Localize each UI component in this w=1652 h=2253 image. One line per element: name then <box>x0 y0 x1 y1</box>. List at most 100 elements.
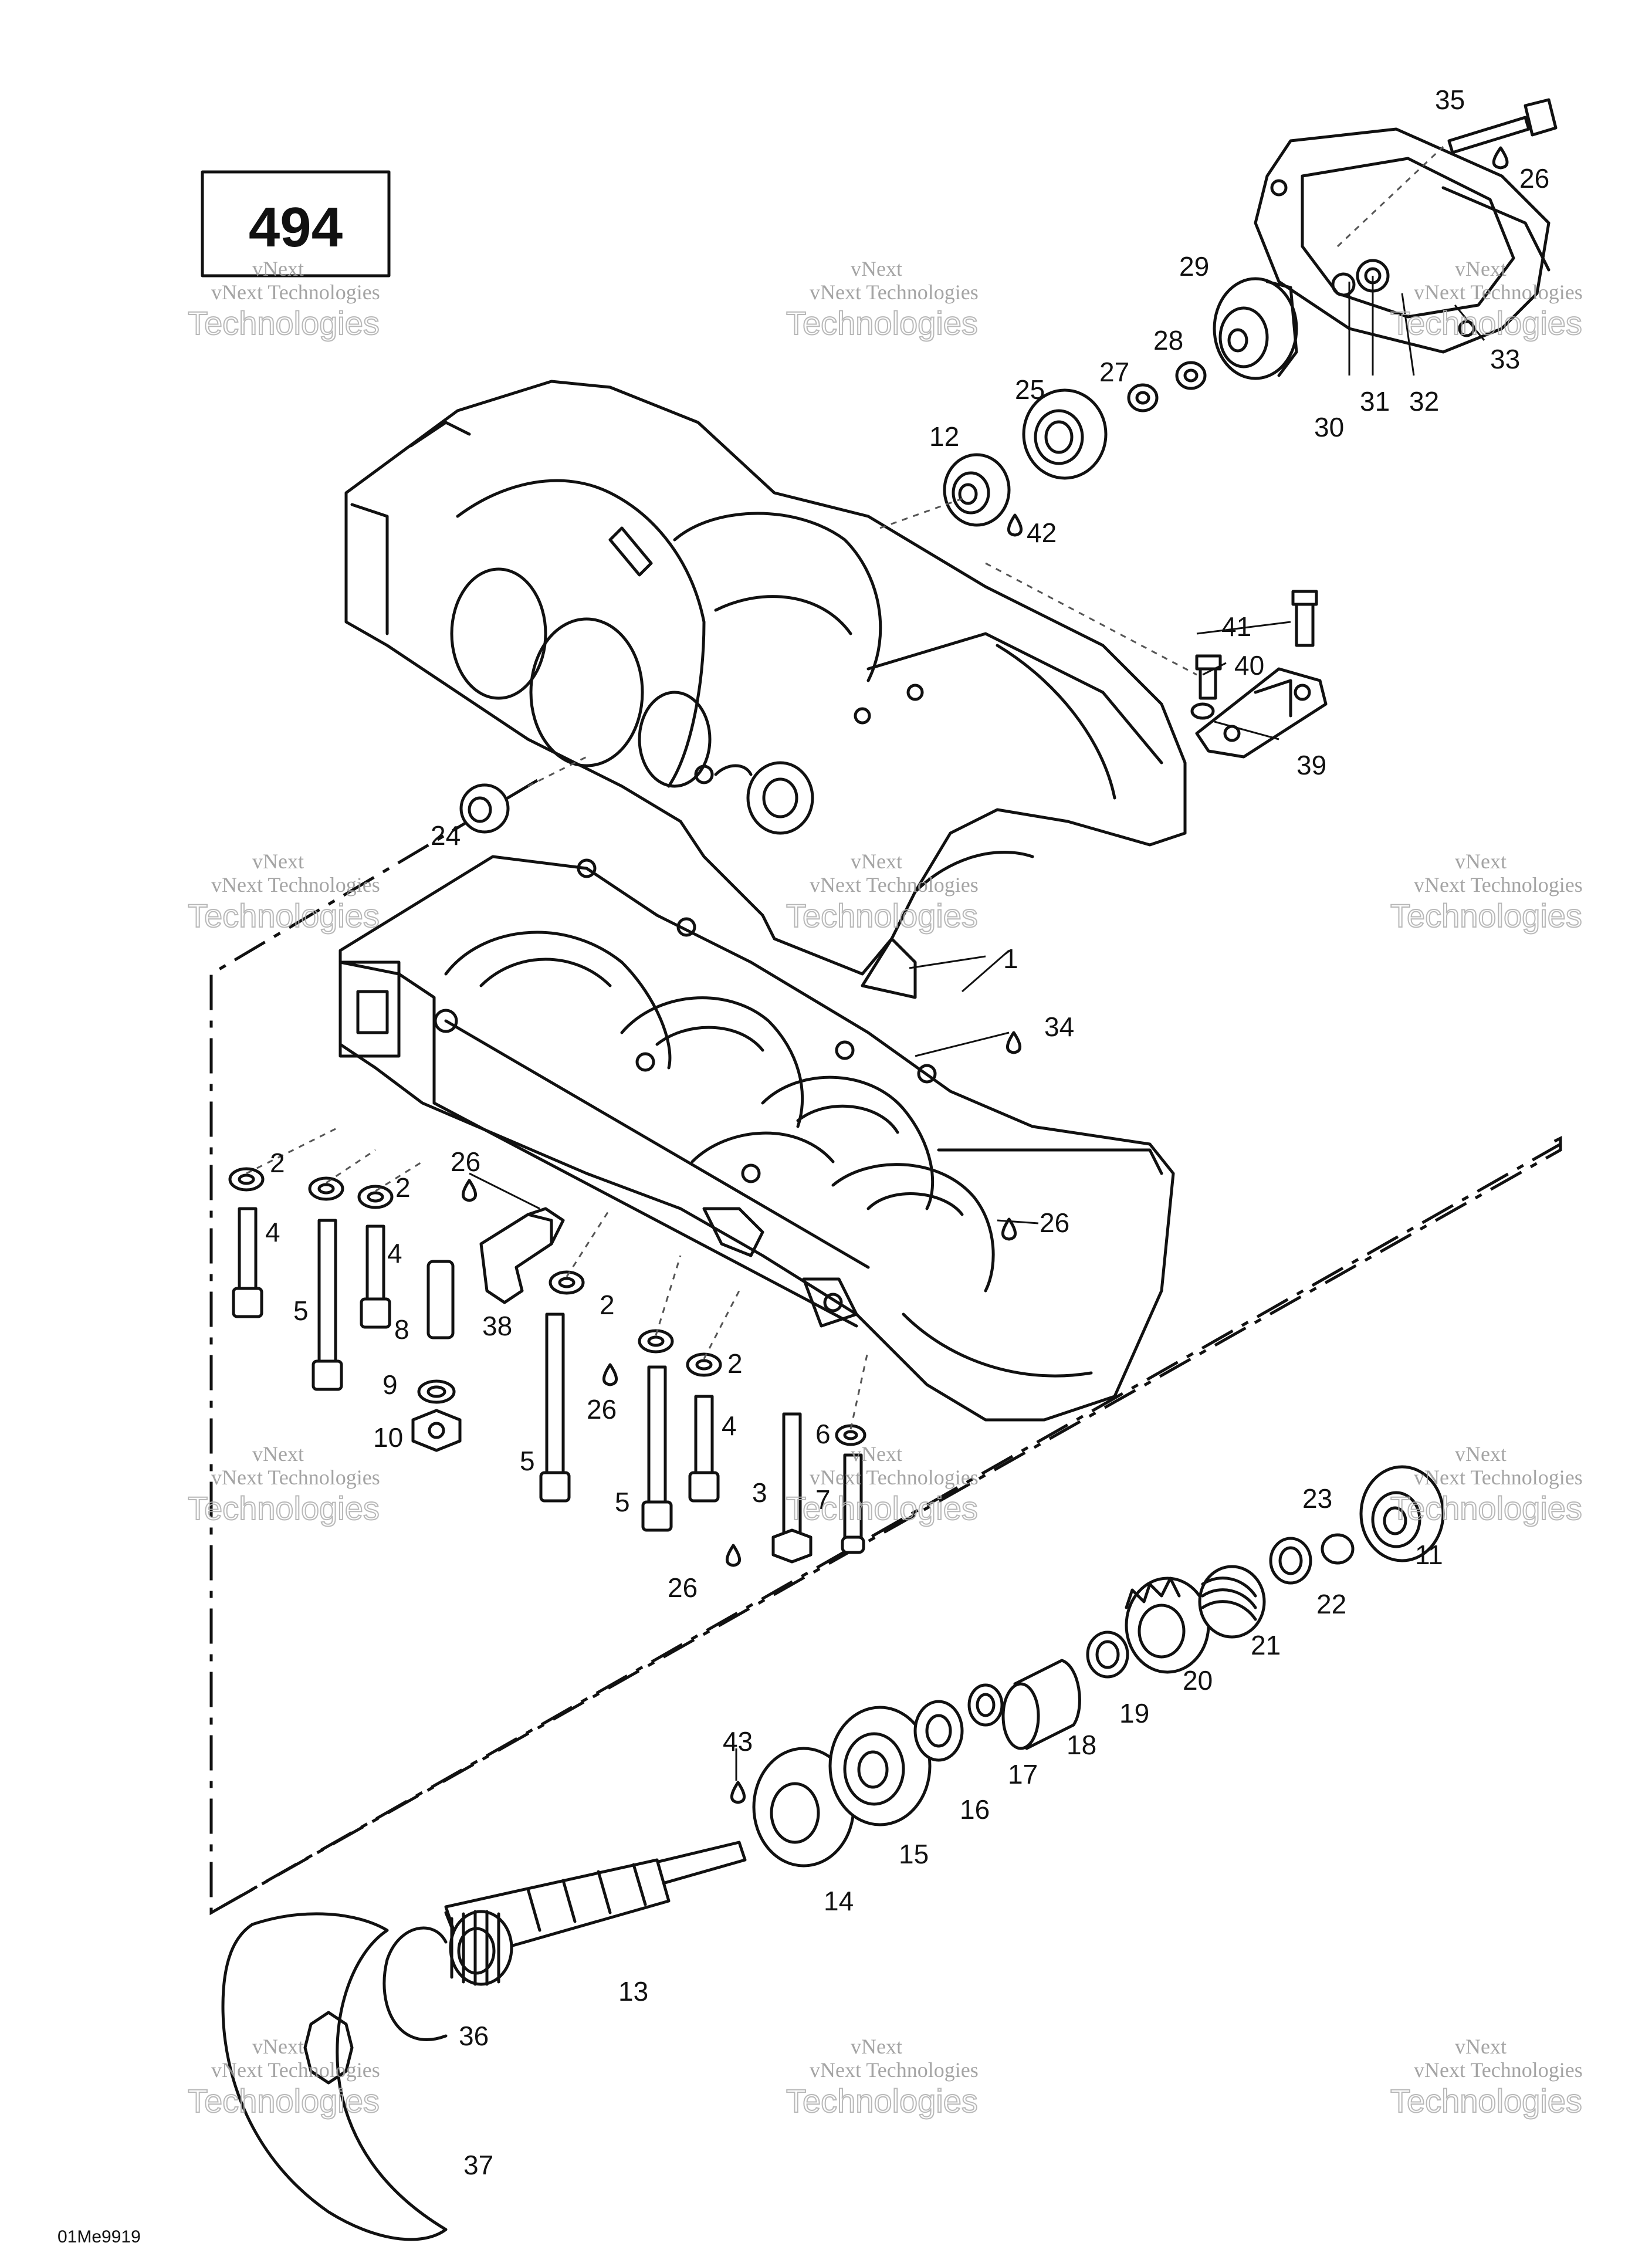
callout-41: 41 <box>1221 611 1251 642</box>
callout-28: 28 <box>1153 325 1183 356</box>
page-number: 494 <box>249 196 343 259</box>
alignment-lines <box>246 146 1444 1430</box>
callout-labels: 1 2 2 2 2 3 4 4 4 5 5 5 6 7 8 9 10 11 12… <box>265 84 1549 2180</box>
callout-33: 33 <box>1490 344 1520 374</box>
callout-24: 24 <box>431 820 461 851</box>
callout-31: 31 <box>1360 386 1390 417</box>
callout-5: 5 <box>615 1487 630 1517</box>
callout-2: 2 <box>395 1172 411 1203</box>
watermark-text: Technologies <box>786 305 978 341</box>
watermark-text: Technologies <box>1390 305 1582 341</box>
callout-43: 43 <box>723 1726 753 1757</box>
callout-2: 2 <box>270 1148 285 1178</box>
part-36-circlip <box>382 1926 448 2041</box>
callout-6: 6 <box>815 1419 831 1449</box>
watermark-text: vNext <box>1455 2035 1507 2058</box>
watermark-text: vNext <box>851 1442 902 1466</box>
bolts <box>232 1207 865 1564</box>
callout-25: 25 <box>1015 374 1045 405</box>
callout-35: 35 <box>1435 84 1465 115</box>
lower-crankcase <box>338 855 1175 1422</box>
watermark-text: vNext <box>252 2035 304 2058</box>
part-37-shield <box>221 1912 448 2241</box>
watermark-text: Technologies <box>1390 2082 1582 2119</box>
callout-19: 19 <box>1119 1698 1149 1728</box>
callout-23: 23 <box>1302 1483 1332 1514</box>
callout-26: 26 <box>587 1394 617 1425</box>
watermark-text: vNext Technologies <box>211 1466 380 1489</box>
watermark-text: Technologies <box>786 2082 978 2119</box>
callout-39: 39 <box>1296 750 1326 780</box>
watermark-text: vNext Technologies <box>211 2058 380 2082</box>
watermark-text: vNext Technologies <box>1414 280 1583 304</box>
watermark-text: vNext <box>252 850 304 873</box>
watermark-text: vNext <box>252 257 304 280</box>
drawing-reference: 01Me9919 <box>57 2227 141 2247</box>
watermark-text: vNext <box>1455 850 1507 873</box>
rotary-valve-cover <box>1254 127 1551 354</box>
callout-40: 40 <box>1234 650 1264 681</box>
leader-lines <box>469 276 1485 1781</box>
watermark-text: vNext Technologies <box>810 280 979 304</box>
watermark-text: vNext Technologies <box>810 1466 979 1489</box>
callout-37: 37 <box>463 2150 493 2180</box>
callout-30: 30 <box>1314 412 1344 442</box>
callout-17: 17 <box>1008 1759 1038 1789</box>
callout-10: 10 <box>373 1422 403 1453</box>
watermark-text: vNext <box>851 257 902 280</box>
part-39-bracket <box>1190 590 1328 759</box>
callout-9: 9 <box>382 1369 398 1400</box>
part-35-bolt <box>1447 98 1558 154</box>
part-24-seal <box>459 783 510 834</box>
callout-26: 26 <box>451 1146 480 1177</box>
watermark-text: vNext Technologies <box>1414 2058 1583 2082</box>
watermark-text: Technologies <box>786 897 978 934</box>
upper-bearings <box>943 361 1207 527</box>
callout-5: 5 <box>520 1446 535 1476</box>
watermark-text: vNext Technologies <box>1414 1466 1583 1489</box>
washers <box>228 1167 866 1446</box>
part-38-elbow-fitting <box>479 1207 565 1304</box>
callout-14: 14 <box>824 1886 854 1916</box>
watermark-text: vNext <box>1455 257 1507 280</box>
callout-16: 16 <box>960 1794 990 1825</box>
callout-4: 4 <box>722 1410 737 1441</box>
watermark-text: vNext <box>851 850 902 873</box>
callout-4: 4 <box>387 1238 402 1268</box>
callout-32: 32 <box>1409 386 1439 417</box>
part-13-shaft <box>444 1841 747 1986</box>
watermark-text: vNext Technologies <box>211 873 380 897</box>
watermark-text: vNext Technologies <box>810 2058 979 2082</box>
callout-13: 13 <box>618 1976 648 2007</box>
watermark-text: vNext Technologies <box>211 280 380 304</box>
callout-34: 34 <box>1044 1012 1074 1042</box>
callout-7: 7 <box>815 1484 831 1515</box>
callout-22: 22 <box>1316 1589 1346 1619</box>
callout-26: 26 <box>1040 1207 1069 1238</box>
callout-27: 27 <box>1099 357 1129 387</box>
callout-8: 8 <box>394 1314 409 1345</box>
assembly-frame <box>209 779 1562 1916</box>
callout-42: 42 <box>1027 517 1057 548</box>
callout-18: 18 <box>1067 1730 1096 1760</box>
callout-2: 2 <box>727 1348 743 1379</box>
watermark-text: Technologies <box>1390 897 1582 934</box>
callout-21: 21 <box>1251 1630 1281 1660</box>
callout-11: 11 <box>1415 1540 1443 1570</box>
drive-gear-stack <box>752 1465 1445 1868</box>
callout-15: 15 <box>899 1839 929 1869</box>
callout-26: 26 <box>668 1572 698 1603</box>
callout-20: 20 <box>1183 1665 1213 1696</box>
watermark-text: vNext Technologies <box>1414 873 1583 897</box>
callout-26: 26 <box>1519 163 1549 194</box>
watermark-text: vNext <box>1455 1442 1507 1466</box>
watermark-text: vNext <box>851 2035 902 2058</box>
watermark-text: Technologies <box>188 1490 380 1527</box>
upper-crankcase <box>344 380 1187 999</box>
watermarks: vNext vNext Technologies Technologies vN… <box>187 257 1583 2120</box>
callout-1: 1 <box>1003 943 1018 974</box>
callout-2: 2 <box>600 1290 615 1320</box>
callout-36: 36 <box>459 2021 489 2051</box>
